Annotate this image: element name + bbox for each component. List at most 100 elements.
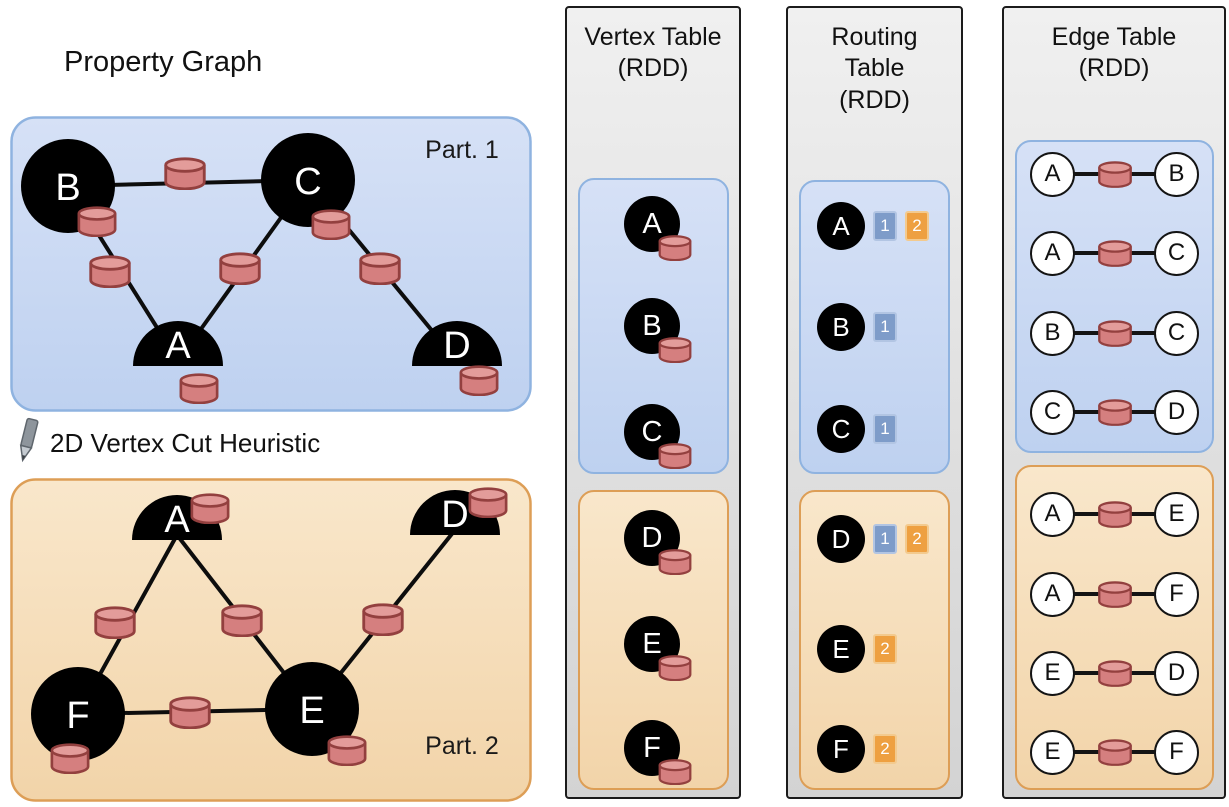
vertex-B-label: B xyxy=(55,167,80,209)
edge-row: E D xyxy=(1030,650,1199,696)
vertex-F-label: F xyxy=(66,695,89,737)
edge-row: B C xyxy=(1030,310,1199,356)
vertex-property-cylinder xyxy=(459,365,499,396)
edge-line xyxy=(1072,592,1157,596)
edge-property-cylinder xyxy=(169,696,211,729)
partition1-badge: 1 xyxy=(873,312,897,342)
vertex-property-cylinder xyxy=(179,373,219,404)
edge-property-cylinder xyxy=(1096,398,1133,426)
vertex-table-subtitle: (RDD) xyxy=(617,54,689,83)
pencil-icon xyxy=(19,417,39,463)
edge-property-cylinder xyxy=(94,606,136,639)
partition1-badge: 1 xyxy=(873,211,897,241)
property-graph-title: Property Graph xyxy=(64,46,263,78)
routing-row: E 2 xyxy=(817,625,897,673)
edge-line xyxy=(1072,251,1157,255)
vertex-table-partition2-box: D E F xyxy=(578,490,729,790)
vertex-circle: D xyxy=(817,515,865,563)
edge-row: A C xyxy=(1030,230,1199,276)
vertex-circle: A xyxy=(817,202,865,250)
vertex-D-label: D xyxy=(441,494,468,536)
vertex-entry: E xyxy=(624,616,680,672)
partition1-graph: B C A D Part. 1 xyxy=(10,116,532,412)
routing-row: B 1 xyxy=(817,303,897,351)
partition2-graph: A D F E Part. 2 xyxy=(10,478,532,802)
vertex-circle: E xyxy=(817,625,865,673)
edge-dst-vertex: B xyxy=(1154,151,1199,197)
edge-src-vertex: E xyxy=(1030,729,1075,775)
edge-property-cylinder xyxy=(359,252,401,285)
vertex-entry: C xyxy=(624,404,680,460)
routing-table-partition1-box: A 1 2 B 1 C 1 xyxy=(799,180,950,474)
partition1-badge: 1 xyxy=(873,414,897,444)
edge-property-cylinder xyxy=(219,252,261,285)
vertex-property-cylinder xyxy=(77,206,117,237)
vertex-property-cylinder xyxy=(657,758,693,785)
vertex-property-cylinder xyxy=(311,209,351,240)
edge-property-cylinder xyxy=(89,255,131,288)
vertex-circle: B xyxy=(817,303,865,351)
edge-src-vertex: A xyxy=(1030,151,1075,197)
vertex-property-cylinder xyxy=(657,548,693,575)
edge-table-partition2-box: A E A F E D E F xyxy=(1015,465,1214,790)
routing-table-partition2-box: D 1 2 E 2 F 2 xyxy=(799,490,950,790)
vertex-cut-heuristic-label: 2D Vertex Cut Heuristic xyxy=(50,428,321,458)
routing-row: F 2 xyxy=(817,725,897,773)
edge-table-subtitle: (RDD) xyxy=(1078,54,1150,83)
vertex-table-partition1-box: A B C xyxy=(578,178,729,474)
partition1-label: Part. 1 xyxy=(425,136,499,164)
vertex-table-panel: Vertex Table (RDD) A B C D E xyxy=(565,6,741,799)
edge-property-cylinder xyxy=(221,604,263,637)
vertex-D-label: D xyxy=(443,325,470,367)
vertex-property-cylinder xyxy=(190,493,230,524)
edge-row: C D xyxy=(1030,389,1199,435)
vertex-table-title: Vertex Table xyxy=(584,23,722,51)
routing-row: D 1 2 xyxy=(817,515,929,563)
routing-table-title: Routing Table xyxy=(831,23,918,83)
edge-line xyxy=(1072,512,1157,516)
graph-vertex-E xyxy=(265,662,359,756)
vertex-property-cylinder xyxy=(327,735,367,766)
vertex-property-cylinder xyxy=(657,654,693,681)
edge-src-vertex: B xyxy=(1030,310,1075,356)
edge-line xyxy=(1072,331,1157,335)
vertex-A-label: A xyxy=(165,325,191,367)
vertex-entry: D xyxy=(624,510,680,566)
edge-dst-vertex: E xyxy=(1154,491,1199,537)
edge-row: E F xyxy=(1030,729,1199,775)
edge-property-cylinder xyxy=(1096,239,1133,267)
vertex-C-label: C xyxy=(294,161,321,203)
routing-table-panel: Routing Table (RDD) A 1 2 B 1 C 1 D 1 2 xyxy=(786,6,963,799)
vertex-circle: E xyxy=(624,616,680,672)
edge-line xyxy=(1072,172,1157,176)
edge-property-cylinder xyxy=(1096,580,1133,608)
vertex-property-cylinder xyxy=(657,442,693,469)
vertex-property-cylinder xyxy=(50,743,90,774)
vertex-entry: B xyxy=(624,298,680,354)
edge-property-cylinder xyxy=(164,157,206,190)
graph-vertex-A-halfcut xyxy=(133,321,223,366)
edge-property-cylinder xyxy=(1096,500,1133,528)
edge-table-panel: Edge Table (RDD) A B A C B C C D xyxy=(1002,6,1226,799)
edge-src-vertex: A xyxy=(1030,230,1075,276)
edge-property-cylinder xyxy=(1096,659,1133,687)
edge-row: A F xyxy=(1030,571,1199,617)
edge-property-cylinder xyxy=(1096,738,1133,766)
edge-line xyxy=(1072,750,1157,754)
edge-row: A E xyxy=(1030,491,1199,537)
edge-property-cylinder xyxy=(362,603,404,636)
partition1-background xyxy=(10,116,532,412)
edge-table-partition1-box: A B A C B C C D xyxy=(1015,140,1214,453)
vertex-property-cylinder xyxy=(468,487,508,518)
partition2-badge: 2 xyxy=(905,524,929,554)
edge-dst-vertex: C xyxy=(1154,230,1199,276)
partition1-badge: 1 xyxy=(873,524,897,554)
vertex-A-label: A xyxy=(164,499,190,541)
graph-vertex-C xyxy=(261,133,355,227)
routing-table-subtitle: (RDD) xyxy=(839,85,910,114)
partition2-badge: 2 xyxy=(873,634,897,664)
vertex-circle: F xyxy=(817,725,865,773)
partition2-label: Part. 2 xyxy=(425,732,499,760)
edge-dst-vertex: F xyxy=(1154,729,1199,775)
vertex-circle: C xyxy=(817,405,865,453)
